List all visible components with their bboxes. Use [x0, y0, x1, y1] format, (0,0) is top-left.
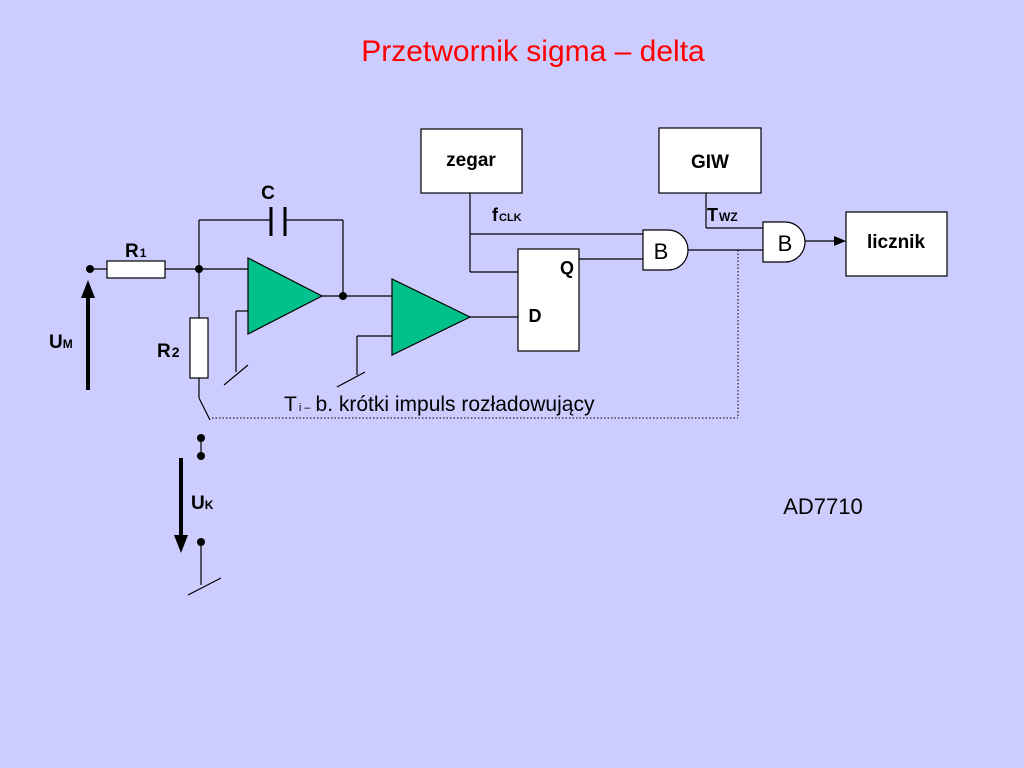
resistor-r2 [189, 317, 209, 379]
capacitor [269, 207, 287, 236]
ground-integrator [223, 364, 249, 386]
counter-block [845, 211, 948, 277]
and-gate-2 [762, 221, 806, 263]
flipflop-q-label: Q [560, 258, 574, 278]
part-number: AD7710 [783, 494, 863, 519]
d-flipflop [517, 248, 580, 352]
r1-label: R1 [125, 241, 147, 262]
junction-output [339, 292, 347, 300]
input-terminal [86, 265, 94, 273]
ground-comparator [336, 371, 366, 388]
giw-block [658, 127, 762, 194]
junction-node [195, 265, 203, 273]
comparator-amplifier [391, 278, 472, 356]
and-gate-1 [642, 229, 689, 271]
switch-blade [198, 397, 211, 421]
capacitor-label: C [261, 183, 275, 204]
clock-block [420, 128, 523, 194]
clock-label: zegar [446, 150, 496, 171]
switch-contact-top [197, 434, 205, 442]
integrator-amplifier [247, 257, 324, 335]
uk-arrow-head [174, 535, 188, 553]
junctions [86, 265, 347, 546]
giw-label: GIW [691, 152, 729, 173]
gate2-label: B [778, 231, 793, 256]
counter-label: licznik [867, 232, 926, 253]
twz-label: TWZ [707, 205, 738, 225]
arrow-to-counter [834, 236, 846, 246]
uk-terminal [197, 538, 205, 546]
wires [90, 193, 763, 596]
um-arrow-head [81, 280, 95, 298]
switch-contact-bottom [197, 452, 205, 460]
r2-label: R2 [157, 341, 180, 362]
flipflop-d-label: D [529, 306, 542, 326]
uk-label: UK [191, 493, 214, 514]
gate1-label: B [654, 239, 669, 264]
discharge-control-line [212, 250, 739, 419]
resistor-r1 [106, 260, 166, 279]
fclk-label: fCLK [492, 205, 522, 225]
um-label: UM [49, 332, 73, 353]
ground-uk [187, 577, 222, 596]
slide-title: Przetwornik sigma – delta [361, 35, 705, 68]
